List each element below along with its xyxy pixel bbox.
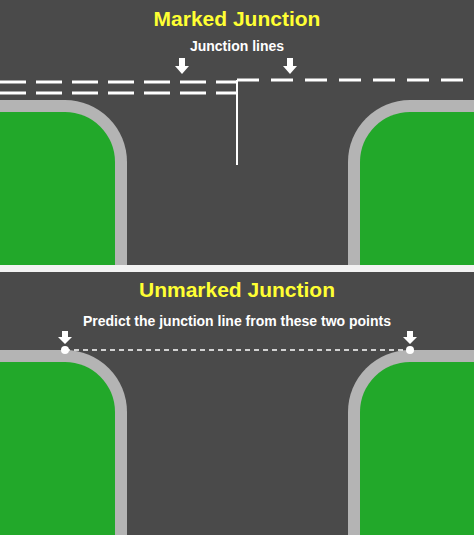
- pointer-arrows: [175, 58, 297, 74]
- predicted-line: [65, 349, 410, 351]
- kerb-point: [406, 346, 414, 354]
- panel-title: Unmarked Junction: [139, 278, 335, 302]
- grass: [360, 112, 474, 265]
- kerb: [0, 350, 127, 535]
- road-surface: [0, 272, 474, 535]
- kerb-point: [61, 346, 69, 354]
- callout-label: Predict the junction line from these two…: [83, 313, 391, 329]
- panel-title: Marked Junction: [154, 7, 321, 31]
- road-surface: [0, 0, 474, 265]
- grass: [360, 362, 474, 535]
- kerb: [348, 350, 474, 535]
- callout-label: Junction lines: [190, 38, 284, 54]
- junction-lines: [0, 80, 474, 165]
- grass: [0, 112, 115, 265]
- grass: [0, 362, 115, 535]
- kerb: [348, 100, 474, 265]
- pointer-arrows: [58, 331, 417, 344]
- kerb: [0, 100, 127, 265]
- panel-divider: [0, 265, 474, 272]
